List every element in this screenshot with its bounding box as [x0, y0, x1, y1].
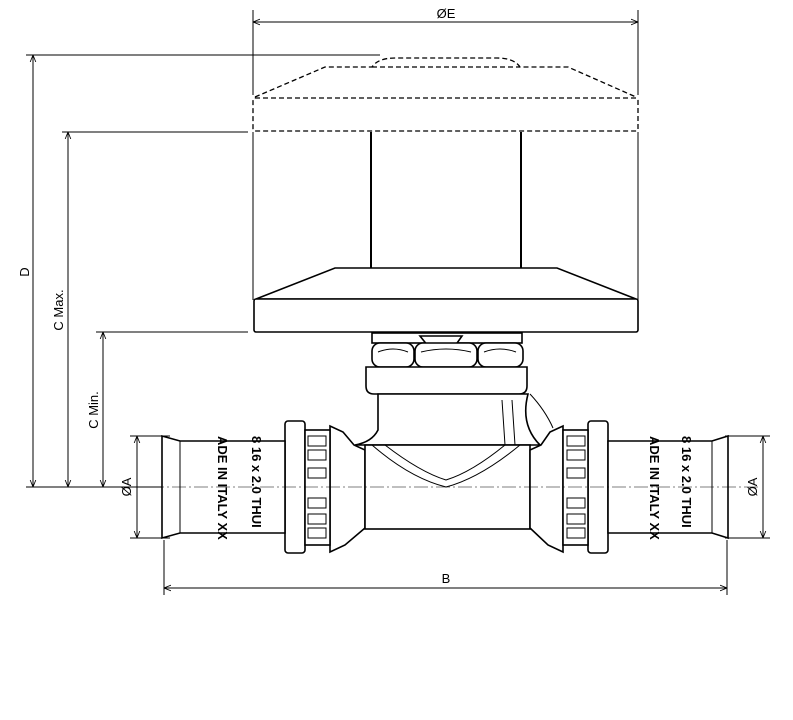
- dimension-lines: [26, 10, 770, 595]
- dim-label-d: D: [17, 267, 32, 276]
- dim-label-c-min: C Min.: [86, 391, 101, 429]
- left-pipe-marking-size: 8 16 x 2.0 THUI: [249, 436, 264, 528]
- dim-label-c-max: C Max.: [51, 289, 66, 330]
- dim-label-diameter-a-left: ØA: [119, 477, 134, 496]
- dim-label-b: B: [442, 571, 451, 586]
- handwheel-cap-outline: [252, 57, 639, 132]
- valve-stem: [252, 132, 639, 300]
- right-pipe-marking-origin: ADE IN ITALY XX: [647, 436, 662, 540]
- left-pipe-marking-origin: ADE IN ITALY XX: [215, 436, 230, 540]
- valve-bonnet: [365, 332, 528, 395]
- right-pipe-marking-size: 8 16 x 2.0 THUI: [679, 436, 694, 528]
- valve-body: [329, 393, 564, 554]
- handwheel-cap: [253, 267, 639, 333]
- dim-label-diameter-e: ØE: [437, 6, 456, 21]
